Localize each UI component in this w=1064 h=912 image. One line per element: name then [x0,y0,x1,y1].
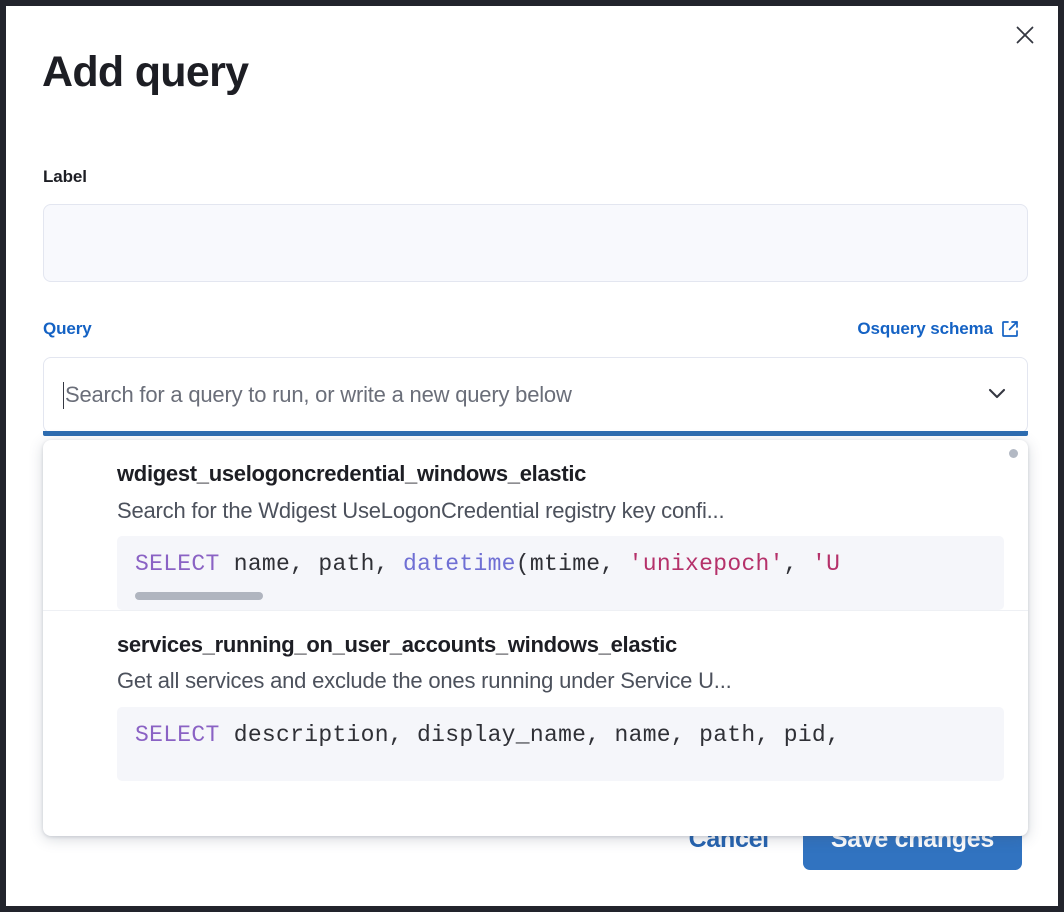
option-title: wdigest_uselogoncredential_windows_elast… [117,461,587,486]
osquery-schema-link[interactable]: Osquery schema [857,319,1020,339]
sql-string-2: 'U [811,551,841,577]
label-input[interactable] [43,204,1028,282]
code-scrollbar [135,751,1004,781]
option-description: Get all services and exclude the ones ru… [117,668,732,694]
external-link-icon [1000,319,1020,339]
sql-keyword: SELECT [135,721,220,748]
scroll-indicator[interactable] [1009,449,1018,458]
query-combobox-control[interactable]: Search for a query to run, or write a ne… [43,357,1028,433]
list-item[interactable]: services_running_on_user_accounts_window… [43,609,1028,781]
label-field-label: Label [43,167,87,186]
query-field-label: Query [43,319,92,338]
query-suggestions-dropdown[interactable]: wdigest_uselogoncredential_windows_elast… [43,440,1028,836]
sql-text: description, display_name, name, path, p… [219,721,841,748]
option-code-block: SELECT description, display_name, name, … [117,706,1004,781]
code-line: SELECT description, display_name, name, … [135,721,1004,751]
option-code-block: SELECT name, path, datetime(mtime, 'unix… [117,536,1004,610]
sql-text-2: (mtime, [515,551,629,577]
code-line: SELECT name, path, datetime(mtime, 'unix… [135,550,1004,580]
close-icon [1013,23,1037,47]
sql-keyword: SELECT [135,551,220,577]
query-combobox[interactable]: Search for a query to run, or write a ne… [43,357,1028,437]
focus-underline [43,431,1028,436]
page-title: Add query [42,48,249,96]
sql-function: datetime [402,551,516,577]
query-search-input[interactable]: Search for a query to run, or write a ne… [65,382,572,407]
list-item[interactable]: wdigest_uselogoncredential_windows_elast… [43,440,1028,610]
option-description: Search for the Wdigest UseLogonCredentia… [117,497,725,523]
code-scrollbar-thumb[interactable] [135,591,263,600]
sql-separator: , [783,551,812,577]
osquery-schema-link-label: Osquery schema [857,319,993,338]
sql-text: name, path, [219,551,403,577]
add-query-modal: Add query Label Query Osquery schema Sea… [6,6,1058,906]
text-caret [63,381,64,409]
code-scrollbar[interactable] [135,580,1004,610]
chevron-down-icon[interactable] [983,379,1011,412]
sql-string-1: 'unixepoch' [628,551,784,577]
close-button[interactable] [1004,14,1046,56]
option-title: services_running_on_user_accounts_window… [117,631,677,657]
